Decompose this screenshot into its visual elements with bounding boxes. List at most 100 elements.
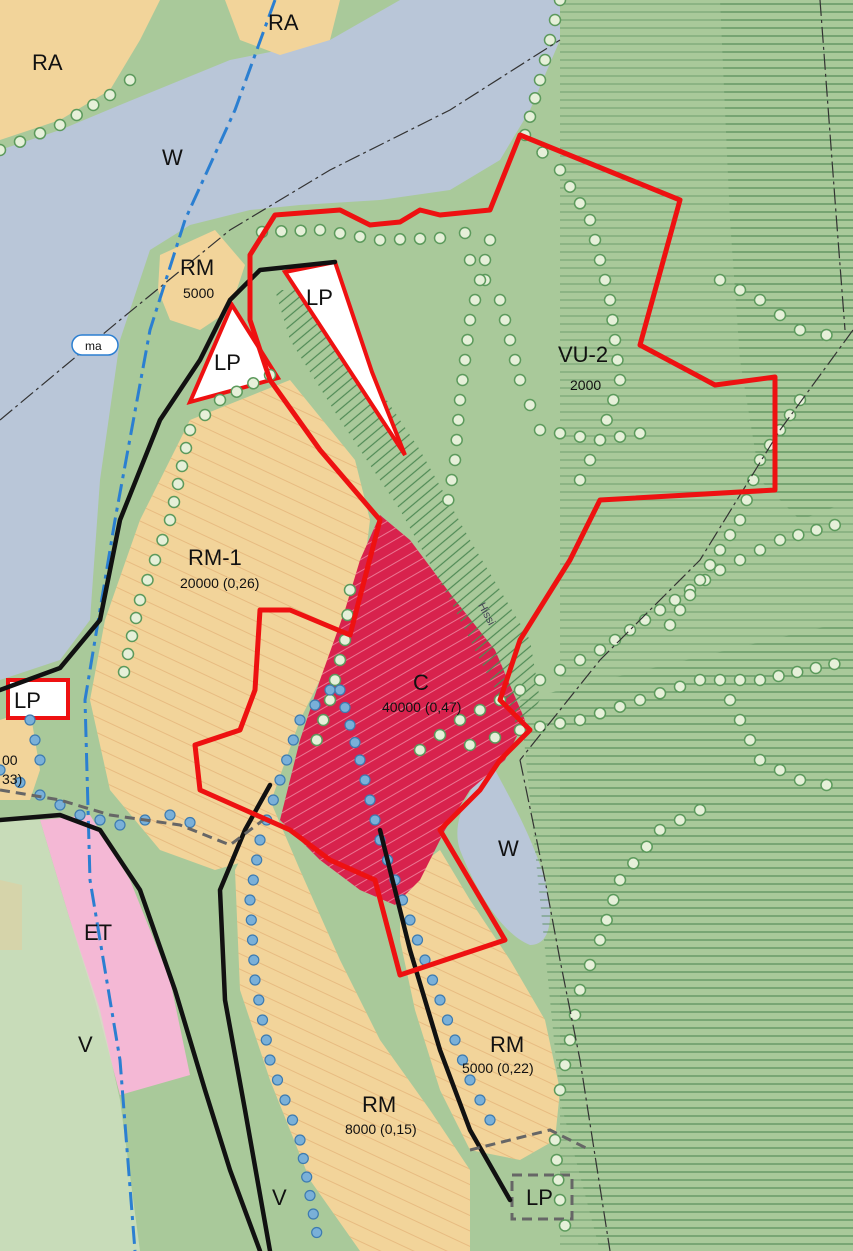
map-dot — [333, 227, 347, 240]
map-dot — [533, 423, 547, 437]
map-dot — [463, 738, 477, 752]
map-dot — [256, 1014, 269, 1026]
map-dot — [573, 713, 587, 727]
map-dot — [260, 1034, 272, 1046]
map-dot — [249, 974, 261, 986]
map-dot — [175, 459, 189, 473]
map-dot — [790, 665, 804, 679]
map-dot — [448, 453, 462, 467]
map-dot — [673, 603, 687, 617]
map-dot — [563, 1033, 577, 1047]
map-dot — [413, 743, 427, 757]
map-dot — [364, 794, 376, 806]
map-dot — [573, 653, 587, 667]
map-dot — [498, 313, 512, 327]
map-dot — [14, 776, 26, 789]
hatch-band-east-2 — [520, 620, 853, 1251]
map-dot — [743, 733, 757, 747]
map-dot — [603, 293, 617, 307]
map-dot — [810, 523, 823, 537]
map-dot — [247, 874, 259, 886]
map-dot — [598, 273, 612, 287]
map-dot — [773, 533, 787, 547]
map-dot — [294, 1134, 306, 1146]
map-dot — [125, 629, 139, 643]
map-dot — [600, 913, 613, 927]
map-dot — [558, 1058, 572, 1072]
map-dot — [583, 958, 597, 972]
map-dot — [608, 333, 622, 347]
map-dot — [254, 834, 266, 846]
map-dot — [304, 1189, 316, 1202]
map-dot — [333, 653, 347, 667]
pond — [457, 760, 550, 945]
map-dot — [583, 213, 597, 227]
map-dot — [13, 135, 27, 148]
map-dot — [723, 528, 737, 542]
map-dot — [713, 273, 727, 287]
map-dot — [793, 773, 807, 787]
map-dot — [653, 687, 667, 700]
map-dot — [456, 373, 469, 387]
map-dot — [733, 553, 747, 567]
label-lp-west: LP — [14, 688, 41, 713]
lp-box-west — [6, 678, 70, 720]
map-dot — [633, 427, 647, 440]
map-dot — [287, 734, 299, 746]
map-dot — [613, 373, 627, 387]
map-dot — [608, 633, 622, 647]
map-dot — [573, 983, 587, 997]
map-dot — [183, 423, 197, 437]
map-dot — [600, 413, 613, 427]
map-dot — [627, 857, 640, 870]
map-dot — [593, 643, 607, 657]
map-dot — [588, 233, 602, 247]
map-dot — [733, 673, 747, 687]
map-dot — [198, 408, 212, 422]
map-dot — [613, 873, 627, 887]
map-dot — [553, 1083, 567, 1097]
water-dot-lines — [0, 684, 496, 1239]
map-dot — [809, 661, 823, 675]
label-c: C — [413, 670, 429, 695]
map-dot — [583, 453, 597, 467]
label-w-top: W — [162, 145, 183, 170]
map-dot — [607, 393, 620, 407]
map-dot — [533, 673, 547, 687]
map-dot — [114, 819, 126, 831]
map-dot — [230, 385, 243, 398]
map-dot — [294, 714, 306, 726]
left-strip — [0, 820, 140, 1251]
map-dot — [753, 293, 767, 307]
map-dot — [121, 647, 135, 661]
map-dot — [568, 1008, 582, 1022]
map-dot — [553, 663, 567, 677]
label-ra-left: RA — [32, 50, 63, 75]
map-dot — [668, 593, 682, 607]
map-dot — [593, 707, 607, 720]
map-dot — [426, 974, 439, 986]
map-dot — [663, 618, 677, 632]
map-dot — [279, 1094, 291, 1106]
lake — [0, 0, 560, 680]
label-ma: ma — [85, 339, 102, 353]
map-dot — [179, 441, 193, 455]
map-dot — [133, 593, 147, 607]
map-dot — [508, 353, 522, 367]
map-dot — [94, 814, 106, 826]
map-dot — [264, 1054, 276, 1066]
map-dot — [253, 994, 265, 1006]
map-dot — [792, 528, 805, 542]
map-dot — [103, 88, 117, 102]
map-dot — [740, 493, 753, 507]
rm1-contours — [90, 380, 370, 870]
map-dot — [275, 225, 288, 238]
map-dot — [523, 398, 537, 412]
map-dot — [533, 73, 547, 87]
map-dot — [271, 1074, 284, 1086]
map-dot — [753, 753, 767, 767]
map-dot — [29, 734, 41, 746]
map-dot — [673, 813, 687, 827]
map-dot — [294, 224, 307, 237]
label-lp-north-b: LP — [214, 350, 241, 375]
